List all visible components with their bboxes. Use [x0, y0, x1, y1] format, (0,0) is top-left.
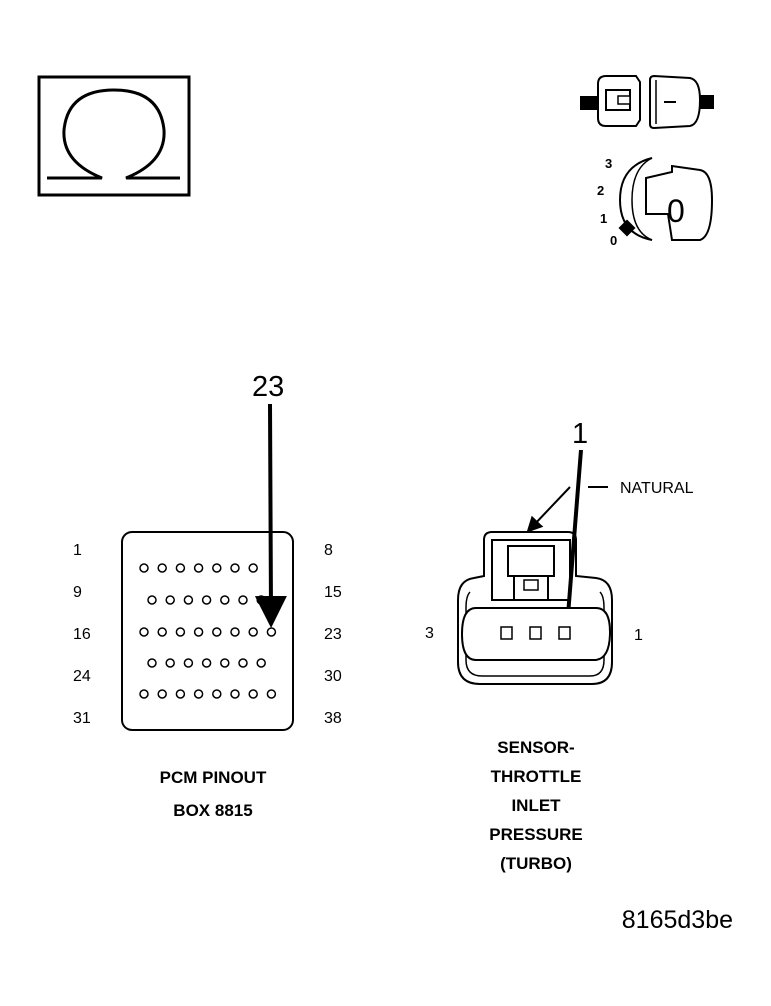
pcm-row1-left: 1	[73, 542, 82, 559]
ignition-key-label: 0	[667, 193, 685, 229]
pcm-pin-cavity	[183, 595, 194, 605]
pcm-pin-cavity	[193, 689, 204, 699]
pcm-pin-cavity	[201, 658, 212, 668]
pcm-pin-cavity	[147, 595, 157, 605]
sensor-title-line5: (TURBO)	[500, 854, 572, 873]
pcm-row3-right: 23	[324, 626, 342, 643]
sensor-pin-1-label: 1	[634, 627, 643, 644]
pcm-pin-cavity	[183, 658, 194, 668]
pcm-pin-cavity	[157, 689, 167, 699]
pcm-connector: 23 1 9 16 24 31 8 15 23 30 38 PCM PINOUT…	[73, 371, 342, 820]
ignition-position-1: 1	[600, 211, 607, 226]
sensor-connector: 1 NATURAL 3 1 SENSOR- THROTTLE INLET PRE…	[425, 418, 694, 873]
sensor-title-line4: PRESSURE	[489, 825, 583, 844]
pcm-pin-cavity	[248, 563, 258, 573]
pcm-pin-cavity	[193, 563, 204, 573]
pcm-pin-cavity	[139, 627, 149, 637]
sensor-callout-1: 1	[572, 418, 588, 450]
pcm-pin-cavity	[157, 563, 167, 573]
figure-id: 8165d3be	[622, 906, 733, 934]
pcm-pin-cavity	[139, 563, 149, 573]
pcm-row1-right: 8	[324, 542, 333, 559]
pcm-pin-cavity	[157, 627, 167, 637]
pcm-pin-cavity	[165, 658, 175, 668]
ohm-meter-icon	[37, 75, 191, 197]
pcm-callout-23: 23	[252, 371, 284, 403]
pcm-pin-cavity	[256, 658, 266, 668]
ignition-position-0: 0	[610, 233, 617, 248]
pcm-pin-cavity	[175, 689, 186, 699]
pcm-pin-cavity	[220, 595, 230, 605]
pcm-row2-left: 9	[73, 584, 82, 601]
sensor-title-line3: INLET	[511, 796, 561, 815]
pcm-pin-cavity	[175, 627, 186, 637]
pcm-pin-cavity	[212, 689, 222, 699]
pcm-pin-cavity	[238, 658, 248, 668]
sensor-natural-label: NATURAL	[620, 480, 694, 497]
pcm-pin-cavity	[212, 563, 222, 573]
pcm-pin-cavity	[230, 689, 240, 699]
pcm-title-line1: PCM PINOUT	[160, 768, 267, 787]
pcm-row3-left: 16	[73, 626, 91, 643]
pcm-pin-grid	[139, 563, 277, 699]
pcm-pin-cavity	[193, 627, 204, 637]
pcm-title-line2: BOX 8815	[173, 801, 252, 820]
ignition-position-3: 3	[605, 156, 612, 171]
pcm-row2-right: 15	[324, 584, 342, 601]
pcm-row4-right: 30	[324, 668, 342, 685]
pcm-row5-right: 38	[324, 710, 342, 727]
sensor-title-line1: SENSOR-	[497, 738, 574, 757]
pcm-pin-cavity	[147, 658, 157, 668]
pcm-pin-cavity	[256, 595, 266, 605]
pcm-row5-left: 31	[73, 710, 91, 727]
ignition-position-2: 2	[597, 183, 604, 198]
pcm-pin-cavity	[248, 689, 258, 699]
pcm-pin-cavity	[220, 658, 230, 668]
pcm-row4-left: 24	[73, 668, 91, 685]
pcm-pin-cavity	[175, 563, 186, 573]
pcm-pin-cavity	[230, 563, 240, 573]
sensor-pin-3-label: 3	[425, 625, 434, 642]
pcm-pin-cavity	[201, 595, 212, 605]
ignition-key-icon: 3 2 1 0 0	[597, 156, 714, 248]
pcm-pin-cavity	[248, 627, 258, 637]
pcm-pin-cavity	[139, 689, 149, 699]
pcm-pin-cavity	[165, 595, 175, 605]
pcm-pin-cavity	[212, 627, 222, 637]
sensor-title-line2: THROTTLE	[491, 767, 582, 786]
pcm-pin-cavity	[266, 689, 277, 699]
pcm-pin-cavity	[230, 627, 240, 637]
pcm-pin-cavity	[238, 595, 248, 605]
pcm-pin-cavity	[266, 627, 277, 637]
disconnected-connector-icon	[580, 74, 714, 130]
